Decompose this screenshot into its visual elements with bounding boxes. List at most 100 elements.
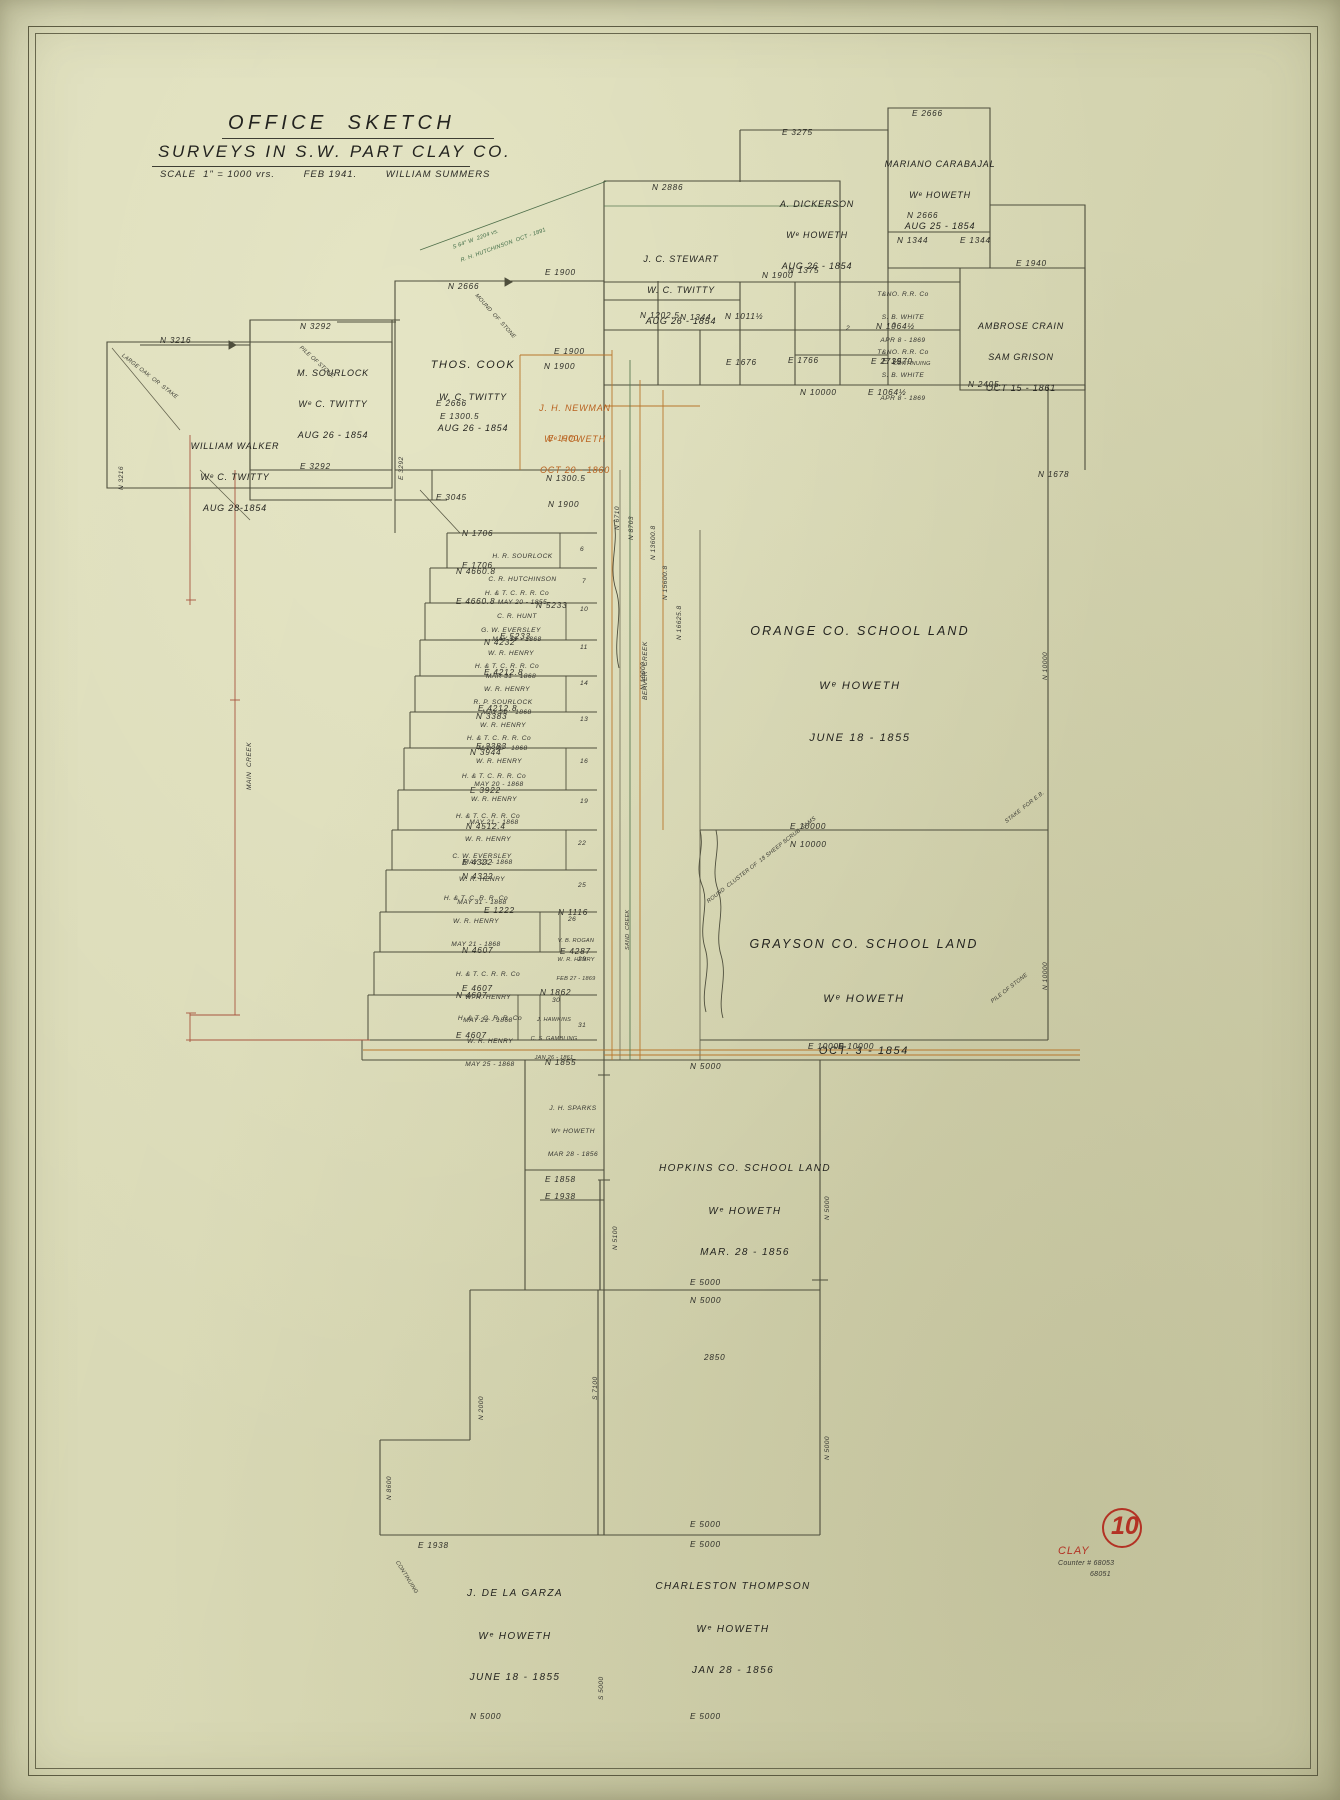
strip-survey-22-north: N 4322 (462, 872, 494, 881)
dim-bottom-e5000: E 5000 (690, 1712, 721, 1721)
strip-survey-10-date: MAR 31 - 1868 (485, 672, 537, 680)
dim-right-e5000: E 5000 (690, 1278, 721, 1287)
dim-n1900-c: N 1900 (544, 362, 576, 371)
strip-survey-31: H. & T. C. R. R. Co W. R. HENRY MAY 25 -… (430, 1000, 550, 1083)
survey-block-sourlock-name: M. SOURLOCK (297, 367, 369, 378)
grayson-co-school-land-name: GRAYSON CO. SCHOOL LAND (749, 936, 979, 951)
survey-block-dickerson: A. DICKERSON Wᵉ HOWETH AUG 26 - 1854 (762, 178, 872, 292)
strip-survey-22-name: C. W. EVERSLEY (452, 853, 512, 861)
county-stamp: CLAY (1058, 1545, 1090, 1557)
dim-right-n5000: N 5000 (690, 1062, 722, 1071)
dim-center-6: N 6710 (614, 505, 621, 530)
survey-block-carabajal-date: AUG 25 - 1854 (904, 220, 976, 231)
strip-survey-25: H. & T. C. R. R. Co W. R. HENRY MAY 21 -… (416, 880, 536, 963)
strip-survey-22-number: 22 (578, 840, 587, 847)
dim-right-n5000-b: N 5000 (824, 1195, 831, 1220)
dim-n1678: N 1678 (1038, 470, 1070, 479)
strip-survey-31-north: N 4607 (456, 991, 488, 1000)
strip-survey-7-name: H. & T. C. R. R. Co (484, 590, 550, 598)
survey-block-dickerson-surveyor: Wᵉ HOWETH (786, 229, 848, 240)
sparks-surveyor: Wᵉ HOWETH (550, 1127, 596, 1135)
control-number-line-2: 68051 (1090, 1571, 1111, 1578)
strip-survey-29-surveyor: W. R. HENRY (465, 993, 511, 1001)
thompson-surveyor: Wᵉ HOWETH (696, 1623, 770, 1635)
survey-block-newman-date: OCT 20 - 1860 (539, 464, 611, 475)
strip-survey-16-east: E 3922 (470, 786, 501, 795)
dim-n2666-right: N 2666 (907, 211, 939, 220)
dim-right-e10000: E 10000 (790, 822, 827, 831)
survey-block-newman-name: J. H. NEWMAN (539, 402, 611, 413)
dim-left-edge-1: N 3216 (118, 465, 125, 490)
dim-n3292: N 3292 (300, 322, 332, 331)
strip-survey-14-date: MAY 20 - 1868 (478, 744, 528, 752)
survey-block-sourlock-surveyor: Wᵉ C. TWITTY (298, 398, 368, 409)
survey-block-garza: J. DE LA GARZA Wᵉ HOWETH JUNE 18 - 1855 (420, 1565, 610, 1707)
strip-survey-13-number: 13 (580, 716, 589, 723)
dim-right-e5000-b: E 5000 (690, 1520, 721, 1529)
dim-right-n10000-d: N 10000 (1042, 961, 1049, 990)
dim-n1375: N 1375 (788, 266, 820, 275)
strip-survey-11-number: 11 (580, 644, 588, 651)
survey-block-thompson: CHARLESTON THOMPSON Wᵉ HOWETH JAN 28 - 1… (628, 1558, 838, 1700)
orange-co-school-land-date: JUNE 18 - 1855 (809, 732, 911, 745)
strip-survey-11-north: N 4232 (484, 638, 516, 647)
survey-block-carabajal-name: MARIANO CARABAJAL (884, 158, 996, 169)
strip-survey-25-east: E 1222 (484, 906, 515, 915)
survey-block-carabajal-surveyor: Wᵉ HOWETH (909, 189, 971, 200)
dim-n1064: N 1064½ (876, 322, 915, 331)
hopkins-co-school-land-date: MAR. 28 - 1856 (700, 1247, 790, 1258)
survey-block-crain: AMBROSE CRAIN SAM GRISON OCT 15 - 1861 (962, 300, 1080, 414)
railroad-block-1-surveyor: S. B. WHITE (881, 313, 925, 321)
dim-e3275: E 3275 (782, 128, 813, 137)
dim-e3292: E 3292 (300, 462, 331, 471)
survey-block-sparks: J. H. SPARKS Wᵉ HOWETH MAR 28 - 1856 (528, 1090, 618, 1173)
dim-center-3: N 16625.8 (676, 605, 683, 640)
strip-survey-30-north: N 1862 (540, 988, 572, 997)
strip-survey-7-surveyor: C. R. HUNT (497, 612, 537, 620)
strip-survey-14: R. P. SOURLOCK W. R. HENRY MAY 20 - 1868 (444, 684, 562, 767)
strip-survey-19-surveyor: W. R. HENRY (465, 835, 511, 843)
survey-block-newman-surveyor: Wᵉ HOWETH (544, 433, 606, 444)
strip-survey-29-north: N 4607 (462, 946, 494, 955)
survey-block-stewart-name: J. C. STEWART (643, 253, 719, 264)
grayson-co-school-land-date: OCT. 3 - 1854 (818, 1045, 910, 1058)
map-subtitle-scale-date-author: SCALE 1" = 1000 vrs. FEB 1941. WILLIAM S… (160, 169, 491, 180)
strip-survey-11-east: E 4212.8 (484, 668, 524, 677)
survey-block-crain-date: OCT 15 - 1861 (985, 382, 1057, 393)
strip-survey-10-number: 10 (580, 606, 589, 613)
map-title-line-1: OFFICE SKETCH (228, 112, 456, 134)
dim-n1344: N 1344 (680, 313, 712, 322)
dim-bottom-n5000: N 5000 (470, 1712, 502, 1721)
strip-survey-7: H. & T. C. R. R. Co C. R. HUNT MAY 19 - … (458, 575, 576, 658)
strip-survey-16-date: MAY 21 - 1868 (469, 818, 519, 826)
strip-survey-6-date: MAY 20 - 1855 (497, 598, 548, 606)
orange-co-school-land-surveyor: Wᵉ HOWETH (819, 679, 901, 692)
map-title-line-2: SURVEYS IN S.W. PART CLAY CO. (158, 142, 512, 161)
strip-survey-14-number: 14 (580, 680, 589, 687)
survey-block-stewart: J. C. STEWART W. C. TWITTY AUG 26 - 1854 (626, 233, 736, 347)
strip-survey-26-east: E 4287 (560, 947, 591, 956)
dim-bottom-n1855: N 1855 (545, 1058, 577, 1067)
strip-survey-7-date: MAY 19 - 1868 (492, 635, 542, 643)
dim-bottom-n2000: N 2000 (478, 1395, 485, 1420)
dim-bottom-s5000: S 5000 (598, 1676, 605, 1700)
strip-survey-7-number: 7 (582, 578, 587, 585)
annotation-sand-creek: SAND CREEK (625, 909, 631, 950)
railroad-block-1-date: APR 8 - 1869 (880, 336, 926, 344)
strip-survey-13-name: H. & T. C. R. R. Co (466, 735, 532, 743)
dim-right-n10000: N 10000 (790, 840, 827, 849)
garza-date: JUNE 18 - 1855 (469, 1672, 561, 1683)
survey-block-sourlock-date: AUG 26 - 1854 (297, 429, 369, 440)
strip-survey-16-north: N 3944 (470, 748, 502, 757)
strip-survey-14-east: E 4212.8 (478, 704, 518, 713)
dim-bottom-2850: 2850 (704, 1353, 726, 1362)
dim-e2719: E 2719 (871, 357, 902, 366)
strip-survey-11-surveyor: W. R. HENRY (484, 685, 530, 693)
strip-survey-19: H. & T. C. R. R. Co W. R. HENRY MAY 21 -… (428, 798, 548, 881)
dim-e2666-carabajal: E 2666 (912, 109, 943, 118)
dim-n1900: N 1900 (762, 271, 794, 280)
strip-survey-11-name: H. & T. C. R. R. Co (474, 663, 540, 671)
strip-survey-16: H. & T. C. R. R. Co W. R. HENRY MAY 21 -… (434, 758, 554, 841)
strip-survey-7-east: E 4660.8 (456, 597, 496, 606)
dim-n10000-top: N 10000 (800, 388, 837, 397)
